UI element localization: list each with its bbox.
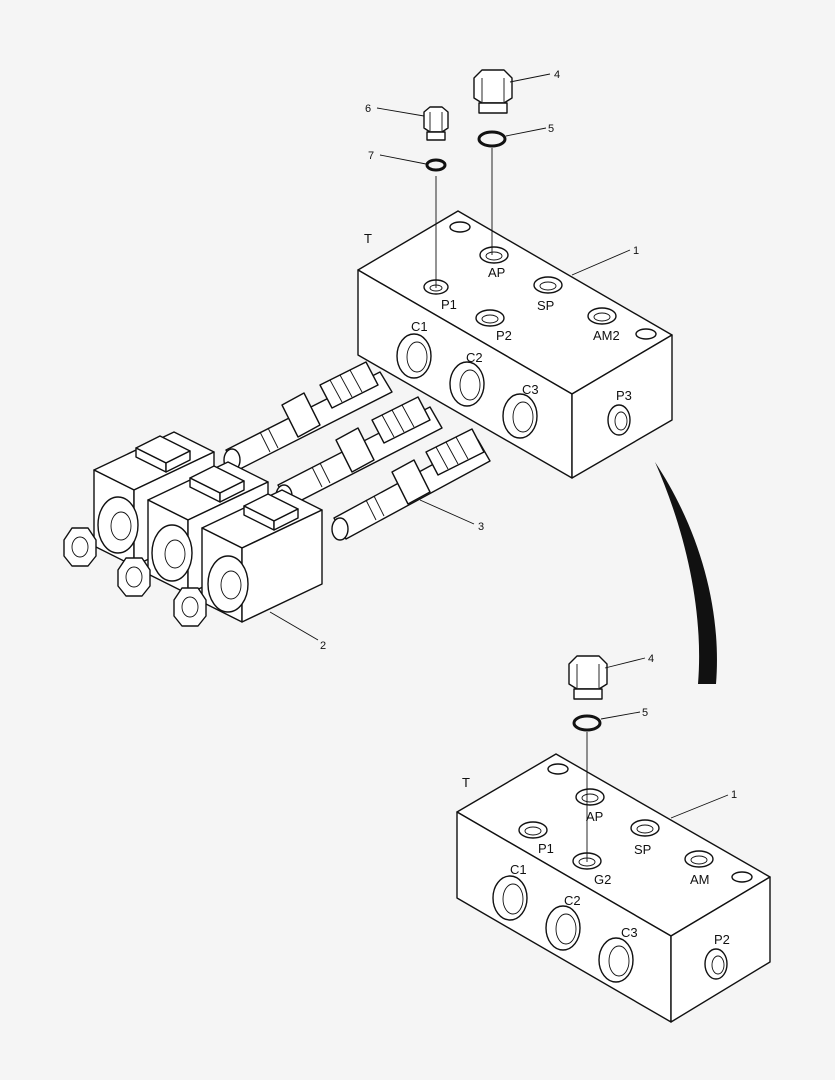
hex-nut-icon bbox=[63, 527, 97, 567]
hex-plug-icon bbox=[568, 655, 608, 700]
hex-plug-icon bbox=[423, 106, 449, 141]
hex-plug-icon bbox=[473, 69, 513, 114]
callout-1: 1 bbox=[633, 245, 639, 257]
callout-4: 4 bbox=[554, 69, 560, 81]
upper-valve-block bbox=[357, 210, 673, 479]
port-label-c3: C3 bbox=[522, 382, 539, 397]
port-label-p1: P1 bbox=[441, 297, 457, 312]
curved-arrow-icon bbox=[655, 462, 717, 684]
o-ring-icon bbox=[425, 158, 447, 172]
corner-label-t: T bbox=[462, 775, 470, 790]
port-label-c2: C2 bbox=[564, 893, 581, 908]
callout-6: 6 bbox=[365, 103, 371, 115]
port-label-am: AM bbox=[690, 872, 710, 887]
port-label-g2: G2 bbox=[594, 872, 611, 887]
corner-label-t: T bbox=[364, 231, 372, 246]
port-label-p3: P3 bbox=[616, 388, 632, 403]
callout-7: 7 bbox=[368, 150, 374, 162]
port-label-sp: SP bbox=[537, 298, 554, 313]
port-label-c2: C2 bbox=[466, 350, 483, 365]
port-label-c1: C1 bbox=[411, 319, 428, 334]
cartridge-valve-icon bbox=[331, 428, 491, 541]
port-label-p2: P2 bbox=[496, 328, 512, 343]
callout-5: 5 bbox=[642, 707, 648, 719]
callout-1: 1 bbox=[731, 789, 737, 801]
callout-4: 4 bbox=[648, 653, 654, 665]
callout-2: 2 bbox=[320, 640, 326, 652]
callout-3: 3 bbox=[478, 521, 484, 533]
lower-valve-block bbox=[456, 753, 771, 1023]
port-label-am2: AM2 bbox=[593, 328, 620, 343]
hex-nut-icon bbox=[117, 557, 151, 597]
port-label-sp: SP bbox=[634, 842, 651, 857]
hex-nut-icon bbox=[173, 587, 207, 627]
o-ring-icon bbox=[572, 714, 602, 732]
cartridge-valve-icon bbox=[223, 361, 393, 472]
port-label-c1: C1 bbox=[510, 862, 527, 877]
o-ring-icon bbox=[477, 130, 507, 148]
port-label-ap: AP bbox=[488, 265, 505, 280]
solenoid-coil-icon bbox=[201, 489, 323, 623]
port-label-c3: C3 bbox=[621, 925, 638, 940]
callout-5: 5 bbox=[548, 123, 554, 135]
port-label-ap: AP bbox=[586, 809, 603, 824]
port-label-p2: P2 bbox=[714, 932, 730, 947]
port-label-p1: P1 bbox=[538, 841, 554, 856]
